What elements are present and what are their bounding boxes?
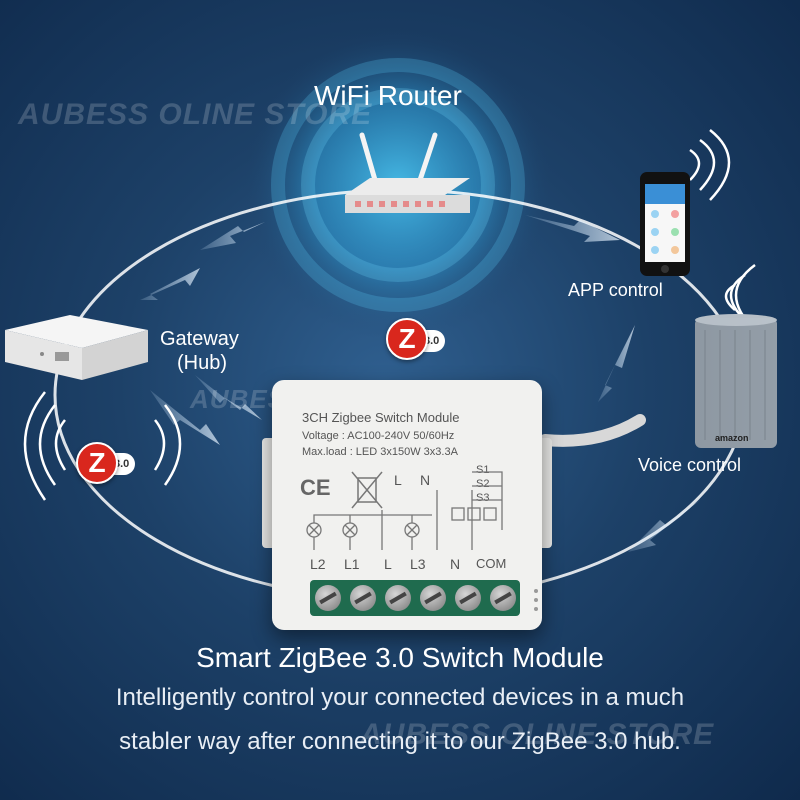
status-leds [534, 584, 538, 616]
router-label: WiFi Router [314, 80, 462, 111]
diagram-label-s2: S2 [476, 478, 490, 490]
module-body: 3CH Zigbee Switch Module Voltage : AC100… [272, 380, 542, 630]
description-line-1: Intelligently control your connected dev… [115, 684, 685, 711]
switch-module: 3CH Zigbee Switch Module Voltage : AC100… [262, 380, 552, 635]
phone-device [640, 172, 690, 276]
diagram-label-s3: S3 [476, 492, 490, 504]
gateway-label: Gateway [160, 328, 239, 350]
gateway-hub-label: (Hub) [177, 352, 228, 374]
module-cable [539, 414, 646, 447]
terminal-screw-icon [454, 585, 481, 611]
terminal-screw-icon [349, 585, 376, 611]
zigbee-logo-icon-left: Z [76, 442, 118, 484]
description-line-2: stabler way after connecting it to our Z… [119, 728, 681, 755]
gateway-hub-device [5, 315, 148, 380]
terminal-label-l: L [384, 556, 392, 572]
terminal-screw-icon [419, 585, 446, 611]
module-max-load: Max.load : LED 3x150W 3x3.3A [302, 446, 458, 458]
watermark-top: AUBESS OLINE STORE [18, 98, 373, 131]
module-voltage: Voltage : AC100-240V 50/60Hz [302, 430, 455, 442]
terminal-label-l1: L1 [344, 556, 360, 572]
diagram-label-n: N [420, 472, 431, 488]
terminal-block [310, 580, 520, 616]
terminal-label-n: N [450, 556, 461, 572]
watermark-bottom: AUBESS OLINE STORE [360, 718, 715, 751]
speaker-brand: amazon [715, 433, 749, 443]
wiring-diagram [306, 471, 503, 550]
headline: Smart ZigBee 3.0 Switch Module [196, 642, 604, 673]
diagram-label-l: L [394, 472, 402, 488]
phone-signal-waves [689, 129, 731, 201]
voice-control-label: Voice control [638, 455, 742, 475]
smart-speaker-device [695, 314, 777, 448]
terminal-screw-icon [314, 585, 341, 611]
gateway-signal-waves [23, 391, 182, 501]
zigbee-logo-icon: Z [386, 318, 428, 360]
terminal-label-com: COM [476, 556, 507, 571]
ce-mark: CE [300, 475, 331, 500]
terminal-screw-icon [489, 585, 516, 611]
terminal-screw-icon [384, 585, 411, 611]
flow-arrows [140, 215, 700, 552]
app-control-label: APP control [568, 280, 663, 300]
terminal-label-l2: L2 [310, 556, 326, 572]
diagram-label-s1: S1 [476, 464, 490, 476]
terminal-label-l3: L3 [410, 556, 426, 572]
router-device [345, 132, 470, 213]
module-title: 3CH Zigbee Switch Module [302, 410, 460, 425]
